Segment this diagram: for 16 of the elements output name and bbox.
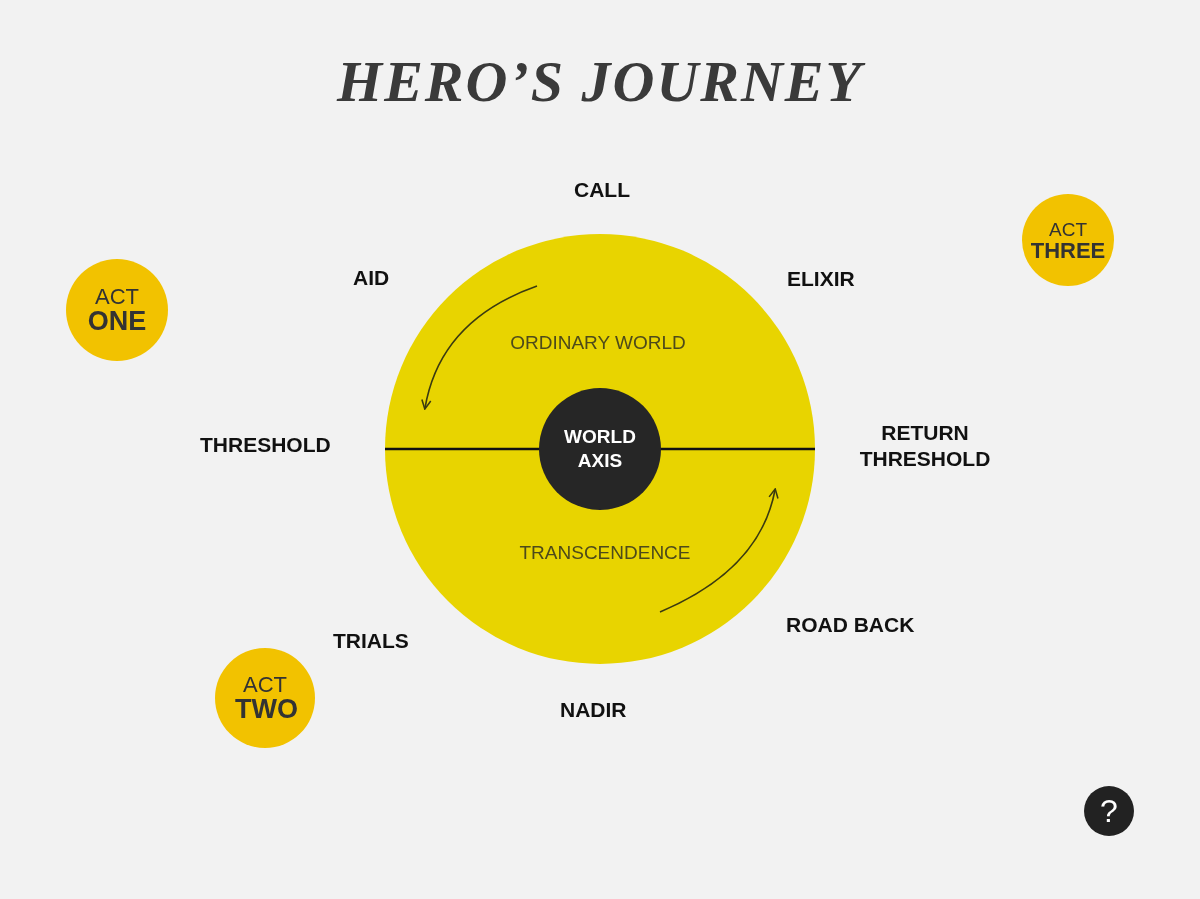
stage-label: ROAD BACK [786, 613, 915, 637]
region-label: TRANSCENDENCE [518, 542, 692, 564]
node-text: WORLD AXIS [563, 425, 637, 473]
stage-label: NADIR [560, 698, 627, 722]
region-label: ORDINARY WORLD [509, 332, 687, 354]
stage-label: AID [353, 266, 390, 290]
stage-label: THRESHOLD [200, 433, 331, 457]
stage-label: CALL [574, 178, 630, 202]
title: HERO’S JOURNEY [200, 48, 1000, 115]
node-text: ACT ONE [87, 285, 147, 335]
stage-label: TRIALS [333, 629, 409, 653]
help-button: ? [1084, 786, 1134, 836]
node-text: ACT TWO [235, 673, 295, 723]
stage-label: RETURN THRESHOLD [858, 420, 992, 472]
node-text: ACT THREE [1029, 218, 1107, 262]
stage-label: ELIXIR [787, 267, 855, 291]
